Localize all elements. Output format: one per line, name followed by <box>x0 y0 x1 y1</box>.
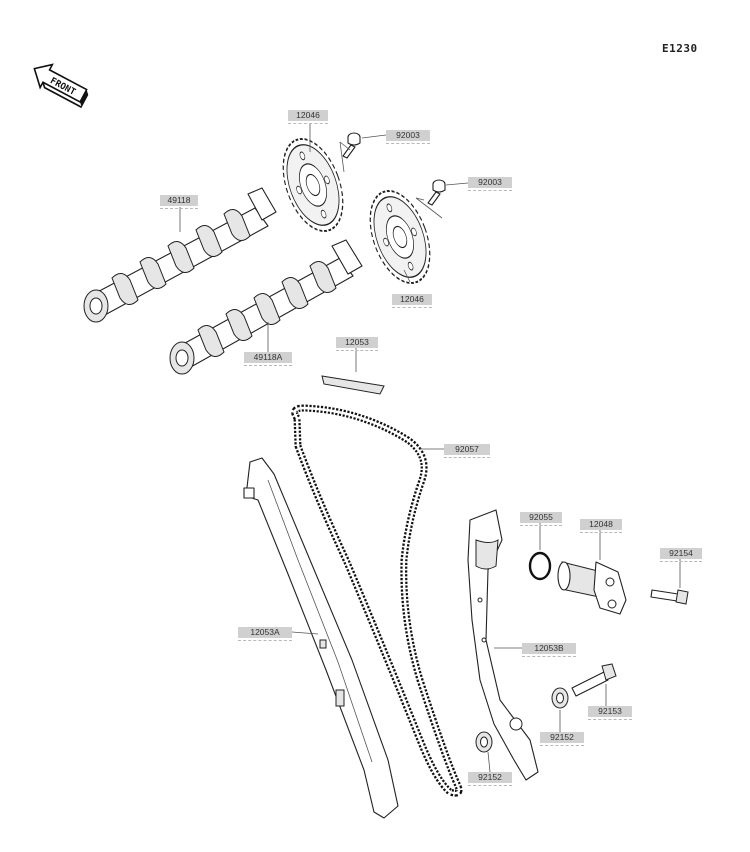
callout-92055: 92055 <box>520 512 562 526</box>
callout-92153: 92153 <box>588 706 632 720</box>
front-arrow-icon: FRONT <box>33 63 89 109</box>
timing-chain <box>291 404 463 797</box>
cam-sprocket-lower <box>369 190 431 284</box>
collar-right <box>551 687 569 709</box>
callout-12053A: 12053A <box>238 627 292 641</box>
diagram-id: E1230 <box>662 42 698 55</box>
callout-92152-bottom: 92152 <box>468 772 512 786</box>
camshaft-upper <box>83 187 277 323</box>
callout-92003-upper: 92003 <box>386 130 430 144</box>
chain-guide-right <box>467 509 539 781</box>
callout-49118: 49118 <box>160 195 198 209</box>
chain-guide-left <box>243 457 399 819</box>
callout-92057: 92057 <box>444 444 490 458</box>
o-ring <box>528 551 552 581</box>
callout-12046-upper: 12046 <box>288 110 328 124</box>
guide-bolt <box>571 663 617 697</box>
tensioner-bolt <box>650 589 689 605</box>
sprocket-bolt-upper <box>342 132 361 159</box>
camshaft-lower <box>169 239 363 375</box>
callout-92003-lower: 92003 <box>468 177 512 191</box>
sprocket-bolt-lower <box>427 179 446 206</box>
callout-12048: 12048 <box>580 519 622 533</box>
collar-bottom <box>475 731 493 753</box>
callout-92152-right: 92152 <box>540 732 584 746</box>
cam-sprocket-upper <box>282 138 344 232</box>
callout-12053B: 12053B <box>522 643 576 657</box>
chain-guide-top <box>321 375 385 395</box>
callout-12053: 12053 <box>336 337 378 351</box>
chain-tensioner <box>557 561 627 615</box>
callout-49118A: 49118A <box>244 352 292 366</box>
callout-12046-lower: 12046 <box>392 294 432 308</box>
callout-92154: 92154 <box>660 548 702 562</box>
leader-lines <box>179 124 681 773</box>
